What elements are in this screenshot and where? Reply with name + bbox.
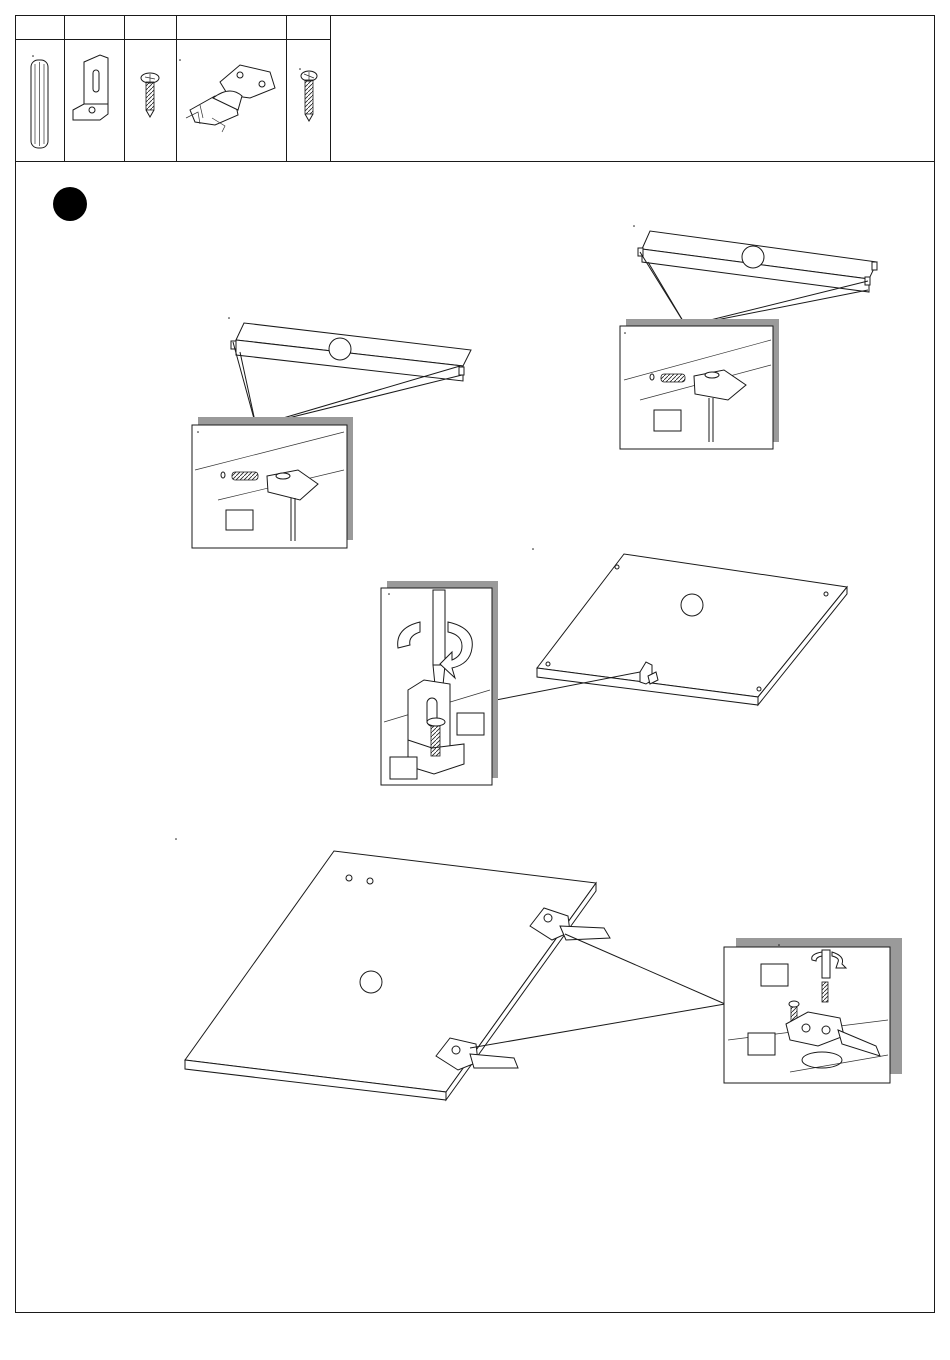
callout-label-box [457,713,484,735]
step-number-badge [53,187,87,221]
top-panel-left [192,317,471,548]
long-screw-icon [299,68,317,121]
dowel-icon [31,55,48,148]
screwdriver-icon [433,590,445,685]
l-bracket-icon [73,55,108,120]
parts-table [15,15,935,162]
callout-label-box [748,1033,775,1055]
door-panel [175,838,902,1100]
callout-label-box [654,410,681,431]
short-screw-icon [141,73,159,117]
callout-label-box [226,510,253,530]
callout-label-box [390,757,417,779]
cabinet-hinge-icon [179,59,275,132]
callout-label-box [761,964,788,986]
base-panel [381,548,847,785]
screwdriver-icon [822,950,830,978]
top-panel-right [620,225,877,449]
